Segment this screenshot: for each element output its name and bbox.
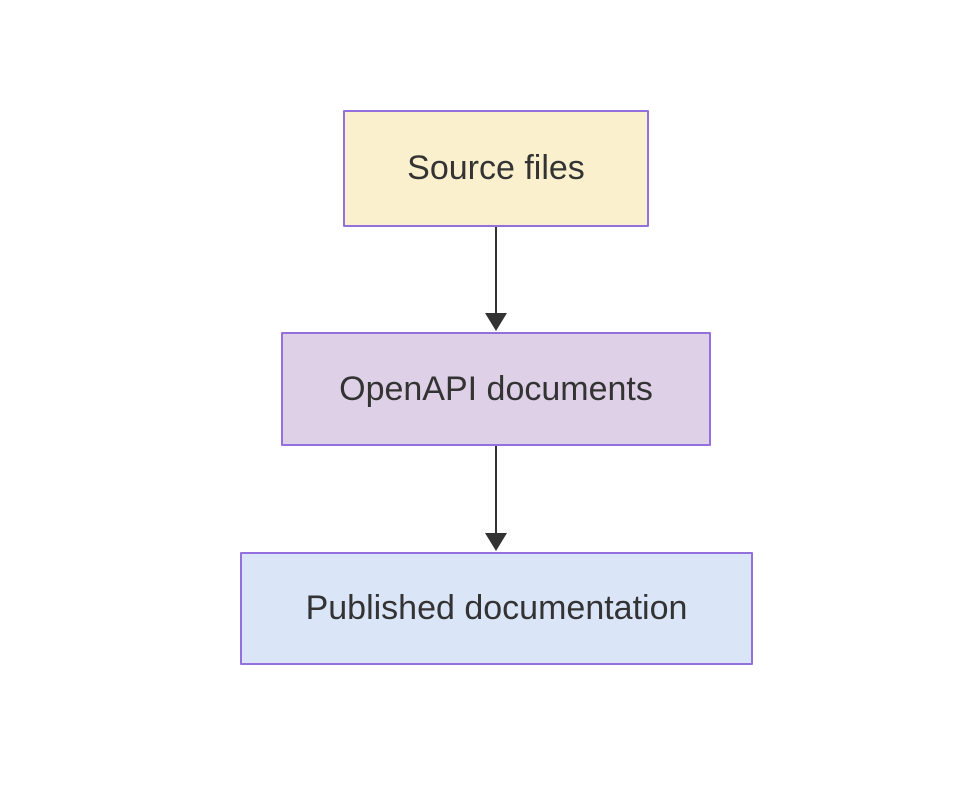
node-source-files: Source files [343, 110, 649, 227]
arrowhead-openapi-to-published [485, 533, 507, 551]
node-published-documentation: Published documentation [240, 552, 753, 665]
node-source-files-label: Source files [407, 149, 585, 187]
node-published-documentation-label: Published documentation [305, 589, 688, 627]
arrow-line-openapi-to-published [495, 446, 497, 534]
node-openapi-documents-label: OpenAPI documents [339, 369, 653, 408]
arrowhead-source-to-openapi [485, 313, 507, 331]
arrow-line-source-to-openapi [495, 227, 497, 315]
node-openapi-documents: OpenAPI documents [281, 332, 711, 446]
